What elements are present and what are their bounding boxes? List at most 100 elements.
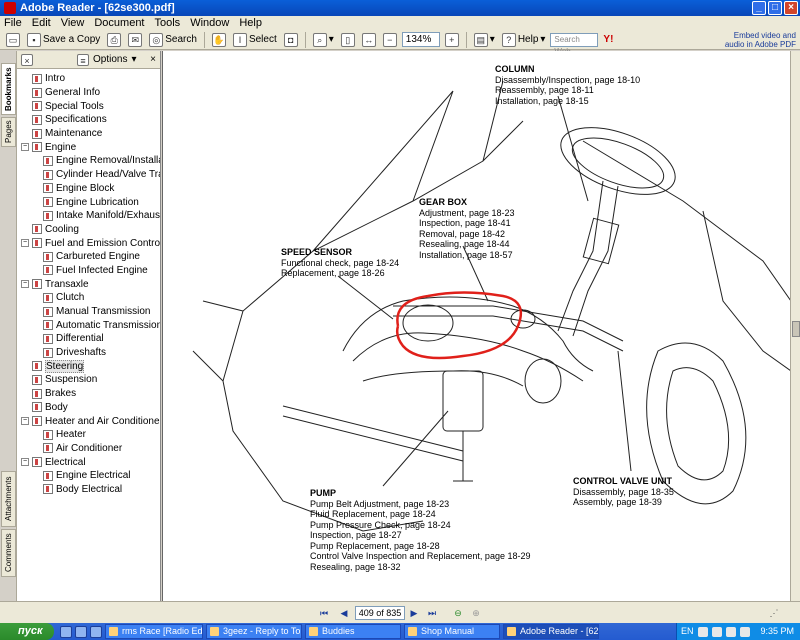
bookmark-item[interactable]: −Heater and Air Conditioner [17, 414, 160, 428]
close-panel-icon[interactable]: × [150, 54, 156, 65]
bookmark-item[interactable]: Specifications [17, 113, 160, 127]
open-button[interactable]: ▭ [4, 31, 22, 49]
bookmark-item[interactable]: Carbureted Engine [17, 250, 160, 264]
bookmark-item[interactable]: Driveshafts [17, 346, 160, 360]
bookmark-item[interactable]: −Electrical [17, 455, 160, 469]
bookmark-item[interactable]: Automatic Transmission [17, 318, 160, 332]
embed-video-link[interactable]: Embed video and audio in Adobe PDF [718, 31, 796, 49]
bookmark-item[interactable]: Clutch [17, 291, 160, 305]
quick-launch-icon[interactable] [90, 625, 102, 638]
tab-attachments[interactable]: Attachments [1, 471, 16, 527]
bookmark-item[interactable]: Intro [17, 72, 160, 86]
fit-page-button[interactable]: ▯ [339, 31, 357, 49]
bookmark-item[interactable]: Engine Electrical [17, 469, 160, 483]
quick-launch-icon[interactable] [75, 625, 87, 638]
bookmark-item[interactable]: Body [17, 401, 160, 415]
email-button[interactable]: ✉ [126, 31, 144, 49]
bookmark-item[interactable]: −Engine [17, 140, 160, 154]
bookmark-item[interactable]: Body Electrical [17, 483, 160, 497]
bookmark-item[interactable]: Intake Manifold/Exhaust S [17, 209, 160, 223]
bookmark-item[interactable]: −Fuel and Emission Controls [17, 236, 160, 250]
tray-icon[interactable] [711, 626, 722, 637]
hand-tool-button[interactable]: ✋ [210, 31, 228, 49]
start-button[interactable]: пуск [0, 623, 54, 640]
collapse-toggle-icon[interactable]: − [21, 417, 29, 426]
menu-edit[interactable]: Edit [31, 17, 51, 29]
tray-icon[interactable] [739, 626, 750, 637]
menu-help[interactable]: Help [239, 17, 262, 29]
fit-width-button[interactable]: ↔ [360, 31, 378, 49]
bookmark-item[interactable]: Air Conditioner [17, 442, 160, 456]
tab-pages[interactable]: Pages [1, 117, 16, 147]
bookmark-item[interactable]: Special Tools [17, 99, 160, 113]
search-web-input[interactable]: Search Web [550, 32, 599, 56]
print-button[interactable]: ⎙ [105, 31, 123, 49]
save-copy-button[interactable]: ▪Save a Copy [25, 31, 102, 49]
bookmark-item[interactable]: Suspension [17, 373, 160, 387]
taskbar-item[interactable]: rms Race [Radio Edit]... [105, 624, 203, 639]
bookmark-item[interactable]: Heater [17, 428, 160, 442]
bookmark-item[interactable]: Manual Transmission [17, 305, 160, 319]
quick-launch-icon[interactable] [60, 625, 72, 638]
next-page-button[interactable]: ▶ [410, 608, 418, 618]
yahoo-button[interactable]: Y! [601, 31, 615, 49]
zoom-out-button[interactable]: − [381, 31, 399, 49]
language-indicator[interactable]: EN [681, 626, 694, 636]
bookmark-item[interactable]: Brakes [17, 387, 160, 401]
tab-comments[interactable]: Comments [1, 529, 16, 577]
bookmark-icon [43, 429, 53, 440]
previous-page-button[interactable]: ◀ [340, 608, 348, 618]
close-button[interactable]: × [784, 1, 798, 15]
bookmark-item[interactable]: Engine Removal/Installatio [17, 154, 160, 168]
bookmark-item[interactable]: Cylinder Head/Valve Train [17, 168, 160, 182]
minimize-button[interactable]: _ [752, 1, 766, 15]
bookmark-item[interactable]: Engine Block [17, 182, 160, 196]
zoom-tool-button[interactable]: ⌕▾ [311, 31, 336, 49]
previous-view-button[interactable]: ⊖ [454, 608, 462, 618]
help-button[interactable]: ?Help▾ [500, 31, 548, 49]
bookmark-item[interactable]: General Info [17, 86, 160, 100]
tray-icon[interactable] [697, 626, 708, 637]
document-view[interactable]: COLUMN Disassembly/Inspection, page 18-1… [162, 51, 790, 601]
toolbar-separator [465, 31, 467, 48]
vertical-scrollbar[interactable] [790, 51, 800, 601]
delete-bookmark-icon[interactable]: × [21, 53, 33, 66]
tray-icon[interactable] [725, 626, 736, 637]
bookmark-icon [43, 333, 53, 344]
bookmark-item[interactable]: Maintenance [17, 127, 160, 141]
zoom-in-button[interactable]: + [443, 31, 461, 49]
snapshot-button[interactable]: ◘ [282, 31, 300, 49]
last-page-button[interactable]: ⏭ [427, 608, 437, 618]
next-view-button[interactable]: ⊕ [472, 608, 480, 618]
menu-window[interactable]: Window [190, 17, 230, 29]
search-button[interactable]: ◎Search [147, 31, 199, 49]
bookmark-item[interactable]: Differential [17, 332, 160, 346]
collapse-toggle-icon[interactable]: − [21, 280, 29, 289]
taskbar-item[interactable]: Shop Manual [404, 624, 500, 639]
menu-file[interactable]: File [4, 17, 22, 29]
tab-bookmarks[interactable]: Bookmarks [1, 63, 16, 115]
menu-tools[interactable]: Tools [154, 17, 181, 29]
taskbar-item[interactable]: Buddies [305, 624, 401, 639]
taskbar-item[interactable]: 3geez - Reply to Topi... [206, 624, 302, 639]
maximize-button[interactable]: □ [768, 1, 782, 15]
taskbar-item[interactable]: Adobe Reader - [62s... [503, 624, 599, 639]
scrollbar-thumb[interactable] [792, 321, 800, 337]
collapse-toggle-icon[interactable]: − [21, 143, 29, 152]
first-page-button[interactable]: ⏮ [319, 608, 329, 618]
menu-view[interactable]: View [60, 17, 85, 29]
options-button[interactable]: Options [93, 54, 128, 65]
bookmark-item[interactable]: −Transaxle [17, 277, 160, 291]
collapse-toggle-icon[interactable]: − [21, 458, 29, 467]
bookmark-item[interactable]: Cooling [17, 223, 160, 237]
collapse-toggle-icon[interactable]: − [21, 239, 29, 248]
menu-document[interactable]: Document [94, 17, 145, 29]
bookmark-icon [43, 210, 53, 221]
zoom-level-input[interactable]: 134% [401, 32, 440, 47]
bookmark-item[interactable]: Fuel Infected Engine [17, 264, 160, 278]
page-layout-button[interactable]: ▤▾ [472, 31, 497, 49]
bookmark-item[interactable]: Engine Lubrication [17, 195, 160, 209]
page-number-input[interactable]: 409 of 835 [355, 606, 405, 620]
bookmark-item[interactable]: Steering [17, 359, 160, 373]
